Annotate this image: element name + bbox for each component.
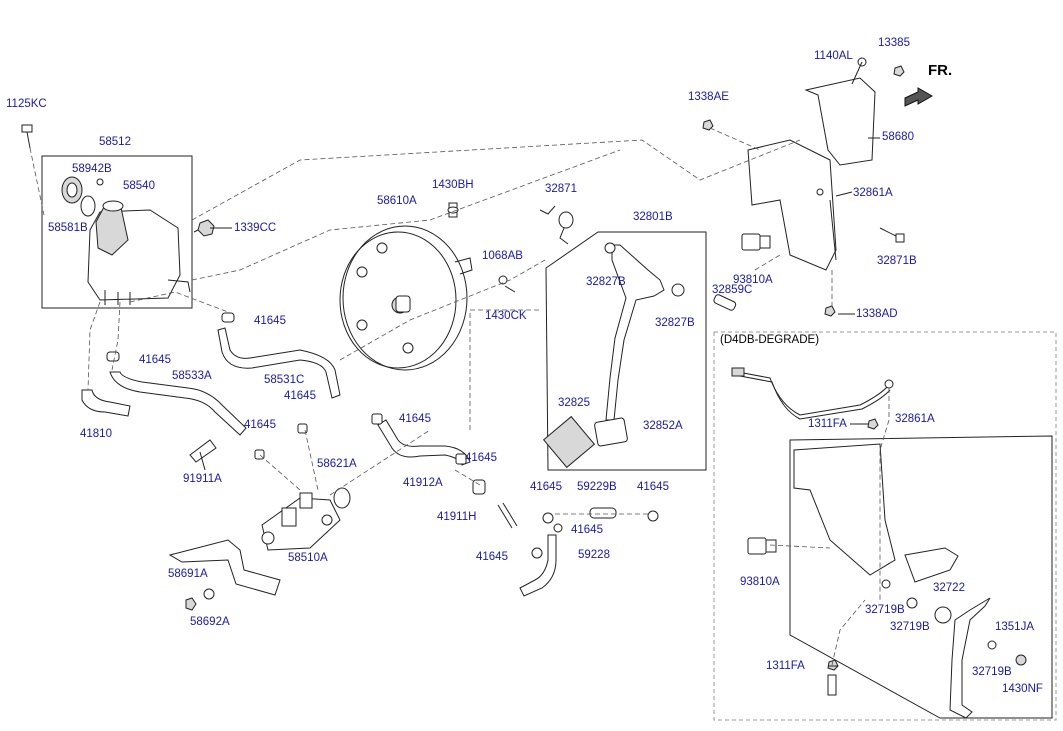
part-label-32852a[interactable]: 32852A [643, 420, 683, 432]
part-label-1430bh[interactable]: 1430BH [432, 179, 474, 191]
part-label-32859c[interactable]: 32859C [712, 284, 753, 296]
pin-32859c [713, 294, 737, 311]
part-label-32719b-b[interactable]: 32719B [890, 621, 930, 633]
part-label-59229b[interactable]: 59229B [577, 481, 617, 493]
part-label-32719b-c[interactable]: 32719B [972, 666, 1012, 678]
part-label-91911a[interactable]: 91911A [183, 473, 222, 485]
inset-cable [731, 367, 894, 420]
part-label-58581b[interactable]: 58581B [48, 222, 88, 234]
part-label-32861a-a[interactable]: 32861A [853, 187, 893, 199]
part-label-58942b[interactable]: 58942B [72, 163, 112, 175]
part-label-41645-a[interactable]: 41645 [254, 315, 286, 327]
brake-pedal [542, 242, 685, 469]
part-label-32722[interactable]: 32722 [933, 582, 965, 594]
inset-frame [713, 331, 1057, 721]
inset-title: (D4DB-DEGRADE) [720, 334, 820, 346]
part-label-32871[interactable]: 32871 [545, 183, 577, 195]
inset-pedal [881, 579, 1027, 719]
leader-lines [87, 127, 880, 496]
inset-leaders [769, 388, 890, 667]
part-label-1338ad[interactable]: 1338AD [856, 308, 898, 320]
inset-switch [747, 418, 879, 696]
part-label-32801b[interactable]: 32801B [633, 211, 673, 223]
part-label-93810a-a[interactable]: 93810A [733, 274, 773, 286]
part-label-58533a[interactable]: 58533A [172, 370, 212, 382]
part-label-1311fa-b[interactable]: 1311FA [766, 660, 805, 672]
hose-41912a [371, 413, 471, 466]
part-label-41912a[interactable]: 41912A [403, 477, 443, 489]
nut-1339cc [193, 219, 215, 237]
part-label-41645-i[interactable]: 41645 [571, 524, 603, 536]
part-label-1311fa-a[interactable]: 1311FA [808, 418, 847, 430]
pipe-41911h [472, 479, 518, 529]
hose-41810 [81, 389, 131, 417]
part-label-58540[interactable]: 58540 [123, 180, 155, 192]
part-label-58531c[interactable]: 58531C [264, 374, 305, 386]
part-label-32827b-a[interactable]: 32827B [586, 276, 626, 288]
reservoir-box [41, 155, 193, 309]
part-label-1068ab[interactable]: 1068AB [482, 250, 523, 262]
part-label-58691a[interactable]: 58691A [168, 568, 208, 580]
part-label-58510a[interactable]: 58510A [288, 552, 328, 564]
part-label-58692a[interactable]: 58692A [190, 616, 230, 628]
bolt-1125kc [21, 124, 45, 216]
reservoir-cap [61, 176, 104, 217]
part-label-93810a-b[interactable]: 93810A [740, 576, 780, 588]
hose-58533a [109, 371, 247, 436]
connector-59229b [555, 507, 659, 522]
part-label-32827b-b[interactable]: 32827B [655, 317, 695, 329]
part-label-58610a[interactable]: 58610A [377, 195, 417, 207]
bracket-58680 [747, 77, 876, 271]
bolts-upper-right [702, 57, 905, 317]
part-label-58621a[interactable]: 58621A [317, 458, 357, 470]
part-label-41645-h[interactable]: 41645 [637, 481, 669, 493]
switch-93810a [741, 233, 771, 251]
part-label-1430nf[interactable]: 1430NF [1002, 683, 1043, 695]
inset-bracket [793, 443, 959, 583]
part-label-32871b[interactable]: 32871B [877, 255, 917, 267]
part-label-58512[interactable]: 58512 [99, 136, 131, 148]
part-label-13385[interactable]: 13385 [878, 37, 910, 49]
part-label-41645-f[interactable]: 41645 [465, 452, 497, 464]
part-label-41645-g[interactable]: 41645 [530, 481, 562, 493]
part-label-1339cc[interactable]: 1339CC [234, 222, 277, 234]
part-label-41645-d[interactable]: 41645 [244, 419, 276, 431]
brake-booster [339, 225, 473, 371]
spring-32871 [539, 205, 574, 245]
part-label-1125kc[interactable]: 1125KC [6, 98, 47, 110]
part-label-1140al[interactable]: 1140AL [814, 50, 853, 62]
part-label-41810[interactable]: 41810 [80, 428, 112, 440]
reservoir-tank [87, 200, 191, 305]
hose-59228 [519, 512, 563, 597]
small-parts-booster [447, 202, 516, 293]
bracket-58691a [168, 539, 281, 611]
arrow-fr [904, 87, 934, 107]
part-label-41645-j[interactable]: 41645 [476, 551, 508, 563]
bracket-91911a [189, 439, 217, 471]
part-label-41645-b[interactable]: 41645 [139, 354, 171, 366]
part-label-41645-e[interactable]: 41645 [399, 413, 431, 425]
part-label-1338ae[interactable]: 1338AE [688, 91, 729, 103]
master-cylinder [261, 487, 351, 551]
part-label-32719b-a[interactable]: 32719B [865, 604, 905, 616]
hose-58531c [217, 327, 341, 399]
part-label-1351ja[interactable]: 1351JA [995, 621, 1035, 633]
part-label-41645-c[interactable]: 41645 [284, 390, 316, 402]
part-label-59228[interactable]: 59228 [578, 549, 610, 561]
part-label-32861a-b[interactable]: 32861A [895, 413, 935, 425]
part-label-41911h[interactable]: 41911H [437, 511, 477, 523]
part-label-32825[interactable]: 32825 [558, 397, 590, 409]
front-direction-label: FR. [928, 62, 953, 79]
part-label-58680[interactable]: 58680 [882, 131, 914, 143]
part-label-1430ck[interactable]: 1430CK [485, 310, 527, 322]
